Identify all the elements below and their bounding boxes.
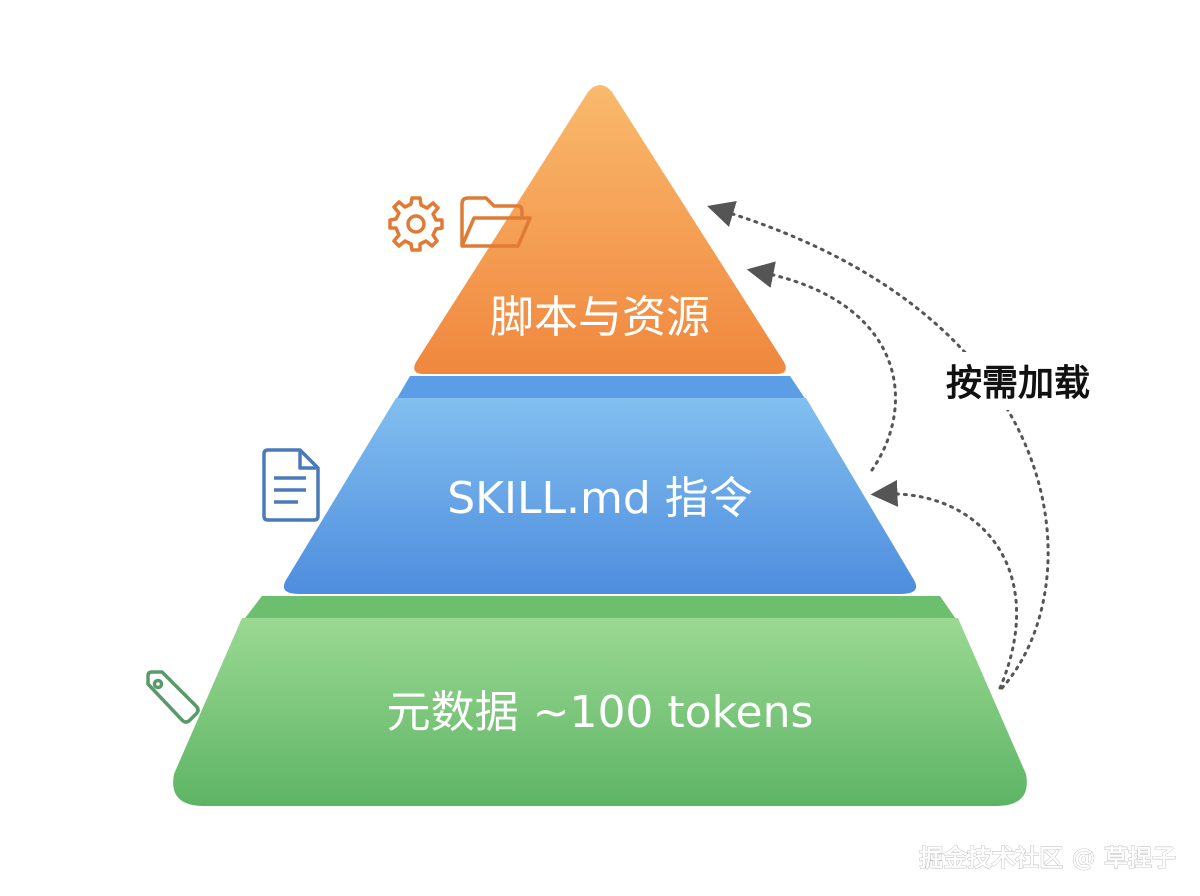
tier-middle-label: SKILL.md 指令 [447, 473, 753, 524]
watermark: 掘金技术社区 @ 草捏子 [919, 844, 1176, 872]
tag-icon [146, 670, 200, 724]
tier-middle-cap [396, 376, 806, 400]
arrow-bottom-to-top [707, 201, 1050, 690]
tier-middle-body [283, 398, 917, 594]
tier-middle: SKILL.md 指令 [283, 376, 917, 594]
tier-top-body [414, 85, 786, 374]
gear-icon [388, 196, 444, 252]
tier-top: 脚本与资源 [414, 85, 786, 374]
tier-bottom-label: 元数据 ~100 tokens [387, 687, 814, 738]
tier-bottom: 元数据 ~100 tokens [173, 596, 1027, 806]
side-label: 按需加载 [946, 363, 1090, 404]
document-icon [262, 448, 320, 522]
arrow-bottom-to-middle [870, 479, 1019, 690]
tier-bottom-cap [242, 596, 958, 622]
load-on-demand-arrows [707, 201, 1050, 690]
tier-top-label: 脚本与资源 [490, 292, 710, 343]
arrow-middle-to-top [746, 261, 897, 472]
side-label-backdrop [932, 352, 1106, 410]
folder-icon [460, 196, 532, 248]
tier-bottom-body [173, 618, 1027, 806]
